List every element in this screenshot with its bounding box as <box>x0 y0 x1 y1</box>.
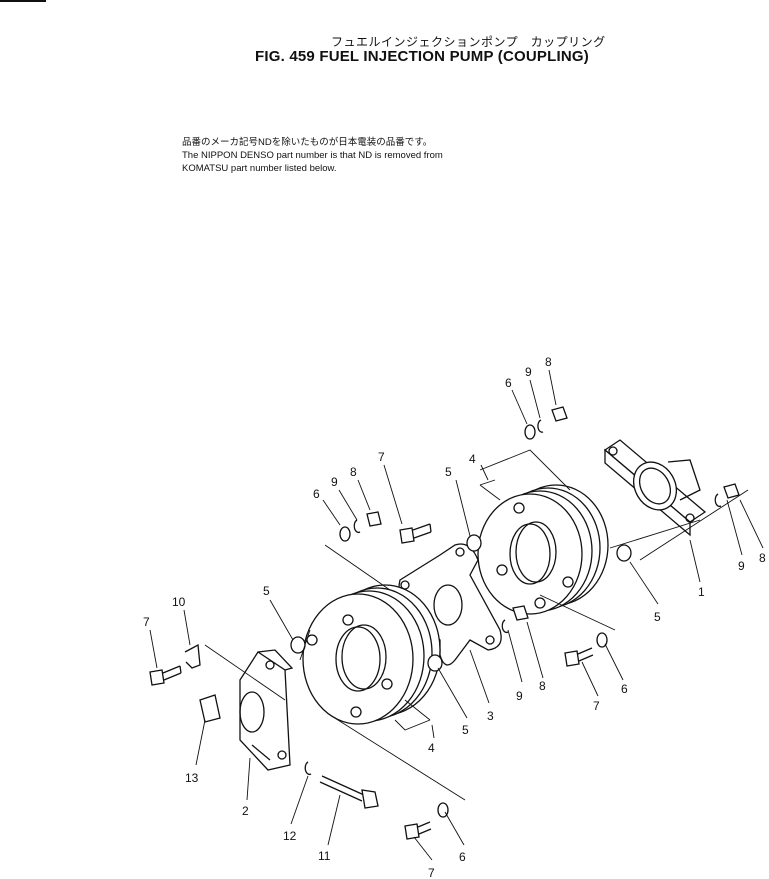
title-japanese: フュエルインジェクションポンプ カップリング <box>331 35 606 49</box>
note-line-1: The NIPPON DENSO part number is that ND … <box>182 150 443 161</box>
nuts <box>366 406 740 621</box>
callout-9: 9 <box>331 475 338 489</box>
bracket <box>184 643 201 669</box>
note-line-japanese: 品番のメーカ記号NDを除いたものが日本電装の品番です。 <box>182 137 433 148</box>
washers <box>290 419 722 818</box>
callout-13: 13 <box>185 771 199 785</box>
callout-labels: 8 9 6 4 5 7 8 9 6 9 8 1 5 10 7 5 13 2 9 … <box>143 355 766 879</box>
clamp-block <box>239 649 294 771</box>
part-number-note: 品番のメーカ記号NDを除いたものが日本電装の品番です。 The NIPPON D… <box>182 136 443 175</box>
callout-2: 2 <box>242 804 249 818</box>
coupling-disc-right <box>477 484 609 615</box>
callout-12: 12 <box>283 829 297 843</box>
callout-7: 7 <box>428 866 435 879</box>
corner-rule <box>0 0 46 2</box>
bolt-left <box>149 665 182 686</box>
callout-5: 5 <box>654 610 661 624</box>
callout-4: 4 <box>469 452 476 466</box>
callout-5: 5 <box>263 584 270 598</box>
small-plate <box>199 694 221 723</box>
coupling-disc-left <box>302 584 441 725</box>
callout-11: 11 <box>318 849 331 863</box>
callout-7: 7 <box>593 699 600 713</box>
bolt-mid <box>564 647 594 667</box>
callout-8: 8 <box>350 465 357 479</box>
leader-lines <box>204 449 749 801</box>
bolt-top <box>399 523 432 544</box>
callout-ticks <box>149 369 764 861</box>
callout-8: 8 <box>539 679 546 693</box>
callout-10: 10 <box>172 595 186 609</box>
callout-8: 8 <box>759 551 766 565</box>
callout-5: 5 <box>445 465 452 479</box>
callout-4: 4 <box>428 741 435 755</box>
callout-7: 7 <box>143 615 150 629</box>
note-line-2: KOMATSU part number listed below. <box>182 163 337 174</box>
callout-6: 6 <box>459 850 466 864</box>
callout-7: 7 <box>378 450 385 464</box>
callout-6: 6 <box>313 487 320 501</box>
callout-9: 9 <box>525 365 532 379</box>
callout-3: 3 <box>487 709 494 723</box>
callout-6: 6 <box>621 682 628 696</box>
callout-9: 9 <box>516 689 523 703</box>
bolt-bottom <box>404 821 432 840</box>
figure-title: FIG. 459 FUEL INJECTION PUMP (COUPLING) <box>255 48 589 65</box>
callout-6: 6 <box>505 376 512 390</box>
long-bolt <box>319 775 379 809</box>
callout-1: 1 <box>698 585 705 599</box>
callout-5: 5 <box>462 723 469 737</box>
callout-8: 8 <box>545 355 552 369</box>
callout-9: 9 <box>738 559 745 573</box>
pump-flange <box>603 439 707 537</box>
